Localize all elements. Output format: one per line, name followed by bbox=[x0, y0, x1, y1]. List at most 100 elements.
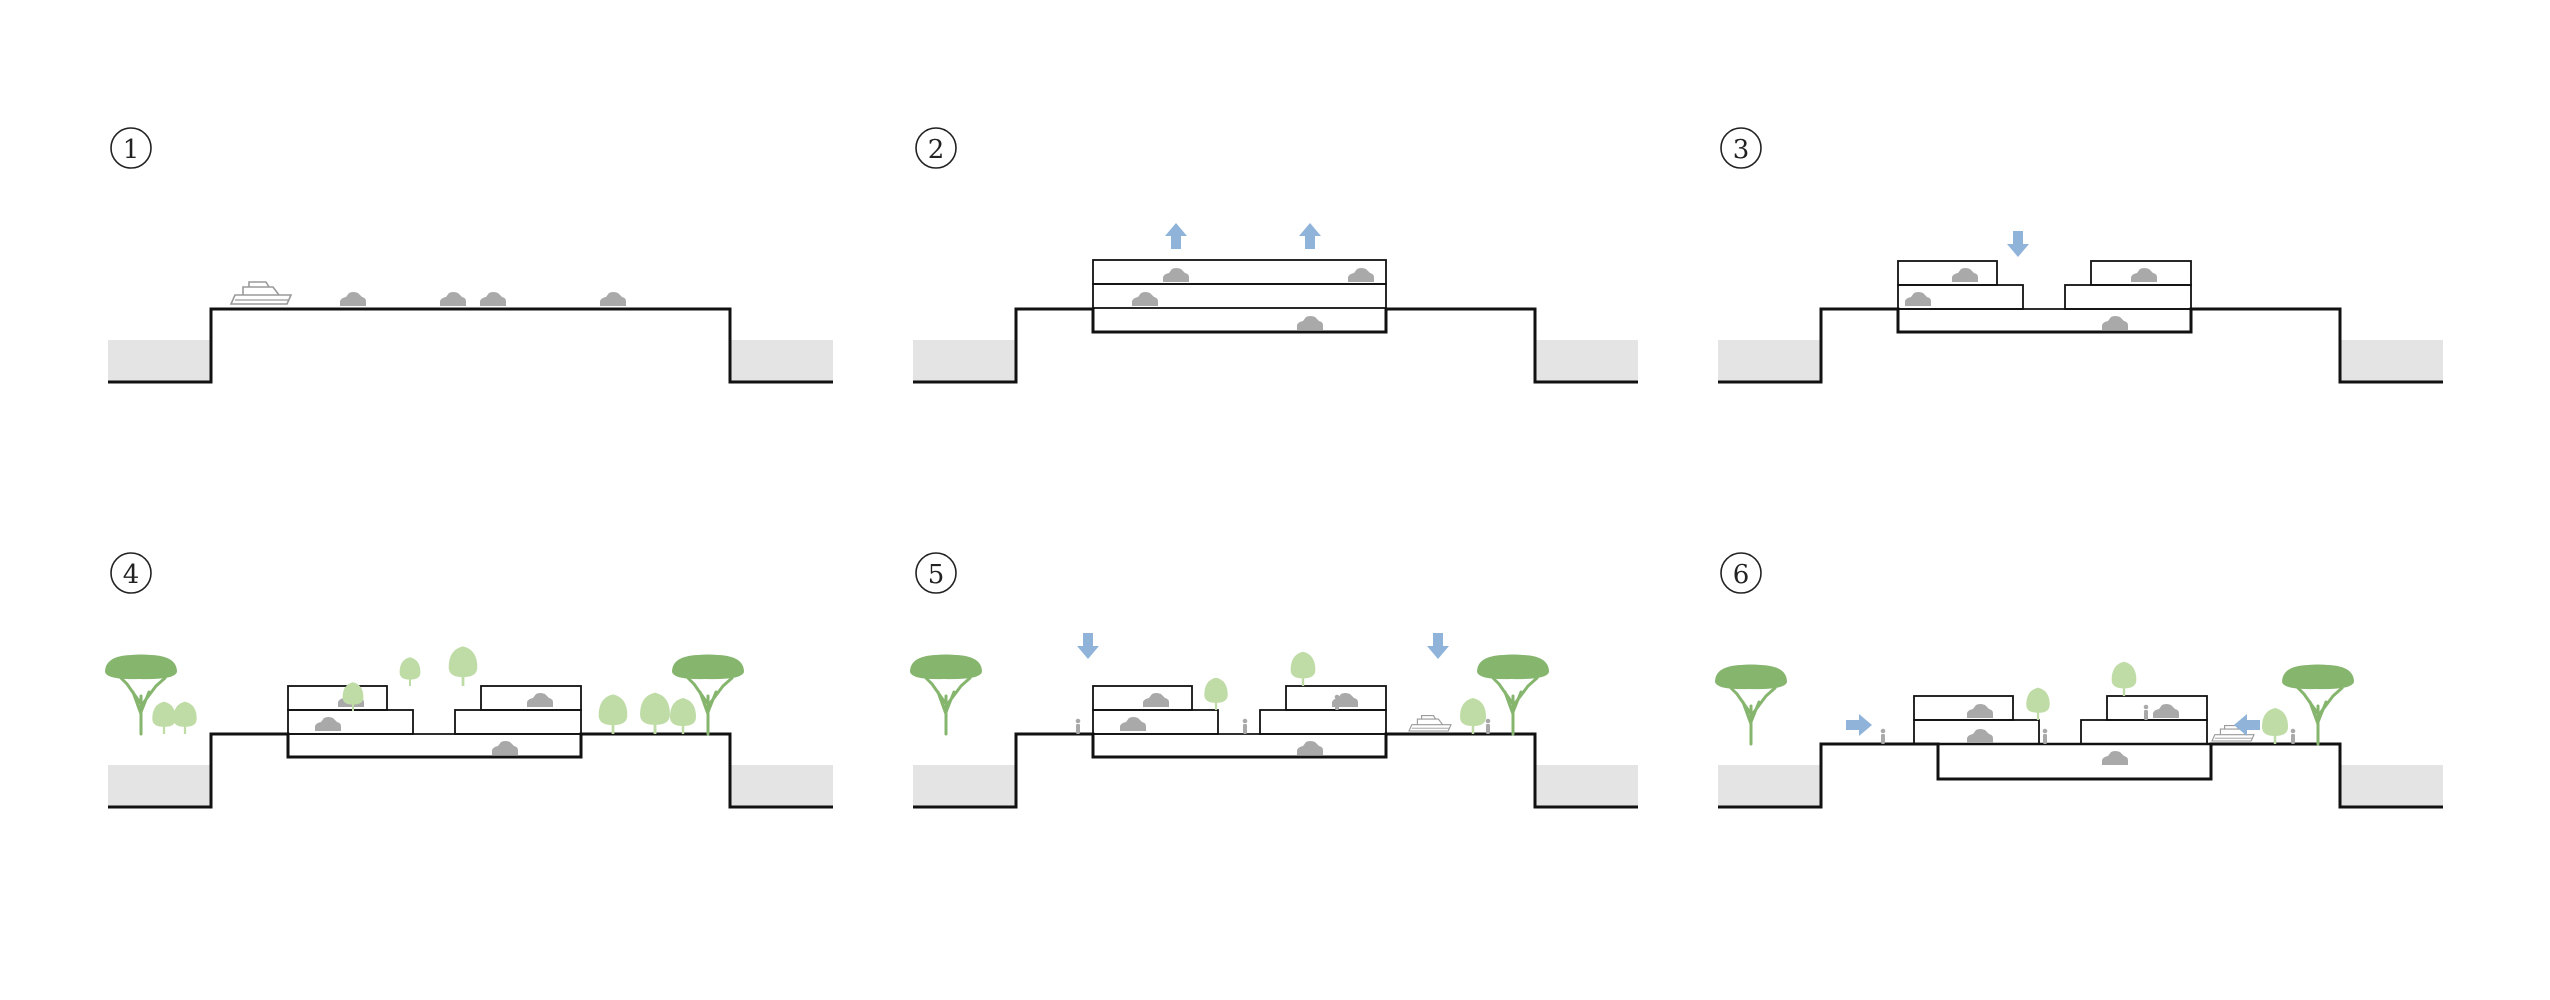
car-icon bbox=[480, 292, 506, 306]
panel-2: 2 bbox=[913, 127, 1638, 384]
panel-3: 3 bbox=[1718, 127, 2443, 384]
person-icon bbox=[1334, 694, 1340, 710]
block-upper-left bbox=[1897, 260, 1998, 286]
step-number-circle bbox=[915, 552, 957, 594]
car-icon bbox=[2102, 751, 2128, 765]
car-icon bbox=[1143, 693, 1169, 707]
step-number: 2 bbox=[928, 135, 945, 165]
water-left bbox=[108, 765, 211, 807]
tree-icon bbox=[1713, 663, 1789, 746]
car-icon bbox=[1952, 268, 1978, 282]
car-icon bbox=[2102, 316, 2128, 330]
panel-1: 1 bbox=[108, 127, 833, 384]
water-left bbox=[913, 340, 1016, 382]
arrow-icon bbox=[1077, 633, 1099, 659]
arrow-icon bbox=[1299, 223, 1321, 249]
water-right bbox=[730, 765, 833, 807]
ground-profile bbox=[913, 307, 1638, 384]
ground-profile bbox=[1718, 307, 2443, 384]
deck-middle bbox=[1092, 283, 1387, 309]
water-right bbox=[1535, 340, 1638, 382]
step-number-circle bbox=[1720, 552, 1762, 594]
deck-upper bbox=[1092, 259, 1387, 285]
car-icon bbox=[492, 741, 518, 755]
car-icon bbox=[1967, 704, 1993, 718]
car-icon bbox=[1967, 729, 1993, 743]
person-icon bbox=[1242, 718, 1248, 734]
water-left bbox=[108, 340, 211, 382]
water-right bbox=[1535, 765, 1638, 807]
arrow-icon bbox=[1427, 633, 1449, 659]
step-number: 3 bbox=[1733, 135, 1750, 165]
small-tree-icon bbox=[668, 696, 698, 736]
water-right bbox=[2340, 765, 2443, 807]
car-icon bbox=[600, 292, 626, 306]
ground-profile bbox=[108, 732, 833, 809]
car-icon bbox=[527, 693, 553, 707]
car-icon bbox=[2131, 268, 2157, 282]
person-icon bbox=[1880, 728, 1886, 744]
person-icon bbox=[1075, 718, 1081, 734]
block-upper-left bbox=[1913, 695, 2014, 721]
person-icon bbox=[1485, 718, 1491, 734]
small-tree-icon bbox=[447, 645, 479, 688]
panel-6: 6 bbox=[1713, 552, 2443, 809]
car-icon bbox=[440, 292, 466, 306]
small-tree-icon bbox=[597, 693, 629, 736]
block-lower-right bbox=[454, 709, 582, 735]
small-tree-icon bbox=[151, 700, 177, 736]
person-icon bbox=[2290, 728, 2296, 744]
car-icon bbox=[1297, 316, 1323, 330]
boat-icon bbox=[230, 281, 292, 305]
small-tree-icon bbox=[2260, 706, 2290, 746]
person-icon bbox=[2042, 728, 2048, 744]
arrow-icon bbox=[2007, 231, 2029, 257]
step-number-circle bbox=[110, 127, 152, 169]
small-tree-icon bbox=[1203, 676, 1229, 712]
panel-5: 5 bbox=[908, 552, 1638, 809]
small-tree-icon bbox=[2110, 660, 2138, 698]
block-lower-right bbox=[2064, 284, 2192, 310]
small-tree-icon bbox=[172, 700, 198, 736]
car-icon bbox=[1905, 292, 1931, 306]
water-left bbox=[913, 765, 1016, 807]
car-icon bbox=[2153, 704, 2179, 718]
step-number: 4 bbox=[123, 560, 140, 590]
boat-icon bbox=[1408, 715, 1452, 732]
step-number-circle bbox=[915, 127, 957, 169]
ground-profile bbox=[108, 307, 833, 384]
car-icon bbox=[1132, 292, 1158, 306]
panel-4: 4 bbox=[103, 552, 833, 809]
small-tree-icon bbox=[1458, 696, 1488, 736]
car-icon bbox=[1297, 741, 1323, 755]
block-lower-left bbox=[287, 709, 414, 735]
car-icon bbox=[1348, 268, 1374, 282]
step-number: 6 bbox=[1733, 560, 1750, 590]
person-icon bbox=[2143, 704, 2149, 720]
block-upper-left bbox=[1092, 685, 1193, 711]
small-tree-icon bbox=[2025, 686, 2051, 722]
block-upper-left bbox=[287, 685, 388, 711]
water-right bbox=[730, 340, 833, 382]
car-icon bbox=[1163, 268, 1189, 282]
block-lower-right bbox=[1259, 709, 1387, 735]
small-tree-icon bbox=[638, 691, 672, 736]
tree-icon bbox=[908, 653, 984, 736]
car-icon bbox=[315, 717, 341, 731]
car-icon bbox=[340, 292, 366, 306]
water-left bbox=[1718, 765, 1821, 807]
step-number-circle bbox=[1720, 127, 1762, 169]
block-lower-left bbox=[1092, 709, 1219, 735]
small-tree-icon bbox=[398, 656, 422, 688]
arrow-icon bbox=[1165, 223, 1187, 249]
step-number: 5 bbox=[928, 560, 945, 590]
arrow-icon bbox=[1846, 714, 1872, 736]
water-right bbox=[2340, 340, 2443, 382]
ground-profile bbox=[1718, 742, 2443, 809]
small-tree-icon bbox=[1289, 650, 1317, 688]
ground-profile bbox=[913, 732, 1638, 809]
arrow-icon bbox=[2234, 714, 2260, 736]
block-lower-right bbox=[2080, 719, 2208, 745]
car-icon bbox=[1120, 717, 1146, 731]
